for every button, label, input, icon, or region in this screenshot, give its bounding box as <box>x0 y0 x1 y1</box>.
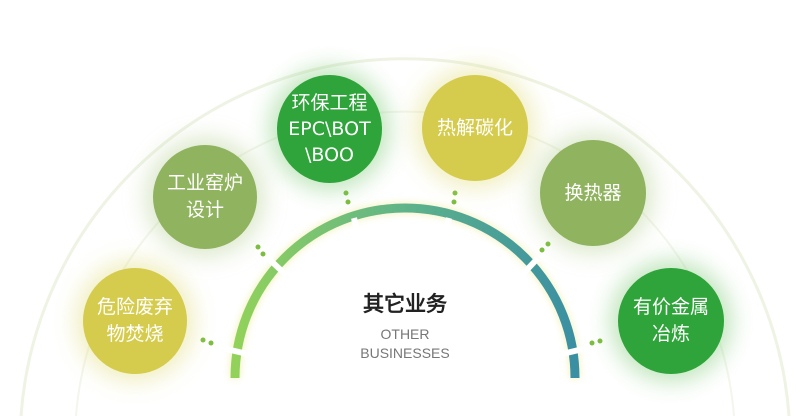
central-arc <box>230 203 580 379</box>
item-label: 热解碳化 <box>436 116 513 139</box>
connector-dots <box>200 190 603 346</box>
item-pyrolysis-carbonization[interactable]: 热解碳化 <box>422 75 528 181</box>
arc-ticks <box>225 217 584 358</box>
item-label: 环保工程 EPC\BOT \BOO <box>288 92 371 166</box>
item-label: 有价金属 冶炼 <box>632 296 709 345</box>
item-label: 换热器 <box>564 181 622 204</box>
item-hazardous-waste-incineration[interactable]: 危险废弃 物焚烧 <box>83 268 187 374</box>
center-subtitle-line1: OTHER <box>380 326 430 342</box>
item-environmental-engineering[interactable]: 环保工程 EPC\BOT \BOO <box>277 75 382 183</box>
item-label: 危险废弃 物焚烧 <box>96 296 173 345</box>
center-subtitle: OTHER BUSINESSES <box>305 325 505 363</box>
center-subtitle-line2: BUSINESSES <box>360 345 450 361</box>
center-title: 其它业务 <box>363 292 447 316</box>
item-valuable-metal-smelting[interactable]: 有价金属 冶炼 <box>618 268 724 374</box>
item-industrial-kiln-design[interactable]: 工业窑炉 设计 <box>153 145 257 249</box>
item-heat-exchanger[interactable]: 换热器 <box>540 140 646 246</box>
item-label: 工业窑炉 设计 <box>166 172 243 221</box>
